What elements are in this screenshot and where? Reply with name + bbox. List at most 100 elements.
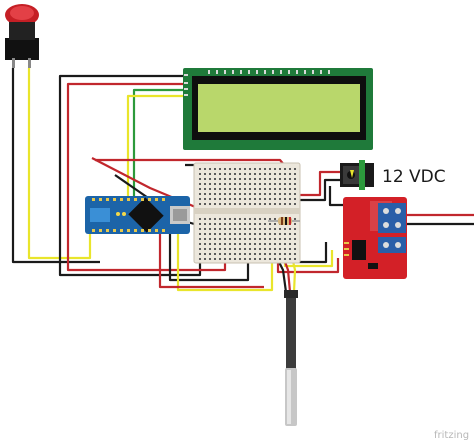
arduino-chip	[128, 197, 164, 233]
breadboard-hole	[254, 178, 256, 180]
dc-jack-bolt	[350, 170, 354, 178]
breadboard-hole	[214, 228, 216, 230]
breadboard-hole	[214, 223, 216, 225]
breadboard-hole	[279, 238, 281, 240]
breadboard-hole	[289, 228, 291, 230]
breadboard-hole	[254, 183, 256, 185]
breadboard-hole	[289, 168, 291, 170]
breadboard-hole	[249, 218, 251, 220]
breadboard-hole	[214, 183, 216, 185]
breadboard-hole	[204, 193, 206, 195]
breadboard-hole	[259, 193, 261, 195]
breadboard-hole	[279, 198, 281, 200]
breadboard-hole	[204, 228, 206, 230]
breadboard-hole	[279, 243, 281, 245]
breadboard-hole	[199, 168, 201, 170]
breadboard-hole	[259, 188, 261, 190]
power-label: 12 VDC	[382, 167, 446, 187]
breadboard-hole	[244, 168, 246, 170]
breadboard-hole	[259, 248, 261, 250]
breadboard-hole	[279, 173, 281, 175]
breadboard-hole	[199, 228, 201, 230]
breadboard-hole	[234, 243, 236, 245]
breadboard-hole	[204, 183, 206, 185]
breadboard-hole	[269, 248, 271, 250]
breadboard-hole	[279, 228, 281, 230]
breadboard-hole	[269, 168, 271, 170]
breadboard-hole	[204, 248, 206, 250]
breadboard-hole	[269, 233, 271, 235]
breadboard-hole	[249, 238, 251, 240]
breadboard-hole	[209, 243, 211, 245]
breadboard-hole	[269, 178, 271, 180]
breadboard-hole	[274, 178, 276, 180]
breadboard-hole	[249, 193, 251, 195]
breadboard-hole	[219, 168, 221, 170]
breadboard-hole	[284, 258, 286, 260]
breadboard-hole	[244, 188, 246, 190]
breadboard-hole	[284, 253, 286, 255]
breadboard-hole	[219, 218, 221, 220]
breadboard-hole	[289, 258, 291, 260]
breadboard-hole	[259, 203, 261, 205]
breadboard-hole	[229, 223, 231, 225]
probe-tip-highlight	[287, 370, 291, 424]
breadboard-hole	[254, 203, 256, 205]
breadboard-hole	[284, 193, 286, 195]
breadboard-hole	[244, 238, 246, 240]
breadboard-center-channel	[194, 208, 300, 214]
breadboard-hole	[264, 238, 266, 240]
breadboard-hole	[199, 203, 201, 205]
breadboard-hole	[209, 178, 211, 180]
resistor	[268, 217, 300, 225]
breadboard-hole	[199, 223, 201, 225]
breadboard-hole	[219, 253, 221, 255]
breadboard-hole	[269, 243, 271, 245]
breadboard-hole	[269, 228, 271, 230]
breadboard-hole	[229, 178, 231, 180]
breadboard-hole	[219, 178, 221, 180]
breadboard-hole	[239, 183, 241, 185]
breadboard-hole	[229, 238, 231, 240]
breadboard-hole	[234, 188, 236, 190]
breadboard-hole	[244, 193, 246, 195]
breadboard-hole	[209, 193, 211, 195]
breadboard-hole	[264, 253, 266, 255]
breadboard-hole	[284, 168, 286, 170]
breadboard-hole	[264, 243, 266, 245]
driver-chip	[352, 240, 366, 260]
breadboard-hole	[204, 218, 206, 220]
driver-terminal-block	[378, 203, 406, 233]
breadboard-hole	[224, 198, 226, 200]
breadboard-hole	[214, 188, 216, 190]
breadboard-hole	[294, 183, 296, 185]
breadboard-hole	[264, 233, 266, 235]
breadboard-hole	[204, 258, 206, 260]
breadboard-hole	[294, 258, 296, 260]
breadboard-hole	[289, 238, 291, 240]
breadboard-hole	[279, 253, 281, 255]
breadboard-hole	[284, 243, 286, 245]
breadboard-hole	[284, 183, 286, 185]
breadboard-hole	[254, 173, 256, 175]
breadboard-hole	[289, 253, 291, 255]
breadboard-hole	[269, 253, 271, 255]
breadboard-hole	[229, 258, 231, 260]
breadboard-hole	[254, 243, 256, 245]
breadboard-hole	[219, 228, 221, 230]
breadboard-hole	[284, 228, 286, 230]
breadboard-hole	[284, 203, 286, 205]
breadboard-hole	[229, 218, 231, 220]
breadboard-hole	[279, 248, 281, 250]
breadboard-hole	[289, 193, 291, 195]
breadboard-hole	[269, 188, 271, 190]
breadboard-hole	[284, 188, 286, 190]
breadboard-hole	[259, 223, 261, 225]
breadboard-hole	[204, 238, 206, 240]
breadboard-hole	[204, 173, 206, 175]
breadboard-hole	[199, 188, 201, 190]
lcd-screen	[198, 84, 360, 132]
breadboard-hole	[249, 258, 251, 260]
breadboard-hole	[274, 238, 276, 240]
